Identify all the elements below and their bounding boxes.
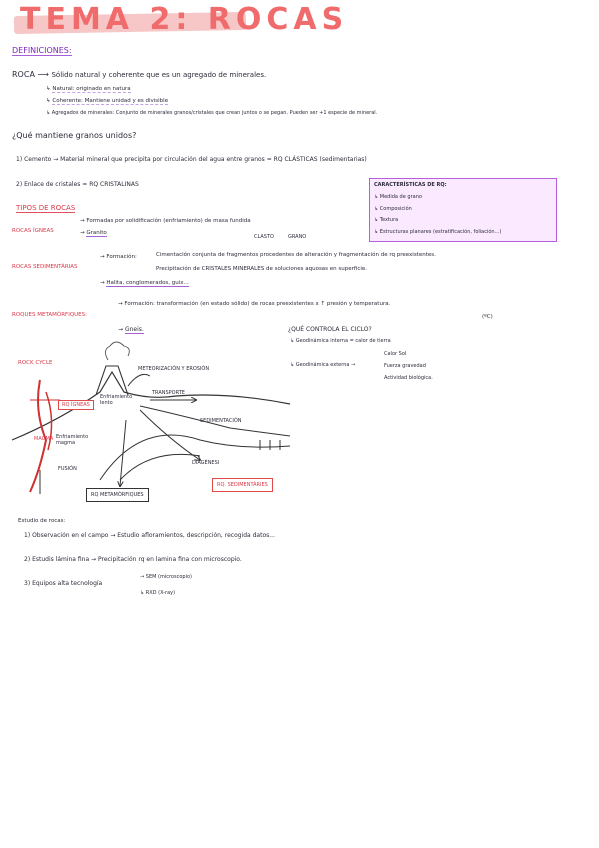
metamorficas-label: ROQUES METAMÒRFIQUES:: [12, 312, 87, 318]
estudio-item: 3) Equipos alta tecnología: [24, 580, 103, 587]
estudio-item: 1) Observación en el campo → Estudio afl…: [24, 532, 275, 539]
caracteristica-text: Estructuras planares (estratificación, f…: [379, 229, 502, 235]
sed-ejemplos: → Halita, conglomerados, guix...: [100, 280, 189, 287]
caracteristica-text: Medida de grano: [379, 194, 422, 200]
cemento-line: 1) Cemento → Material mineral que precip…: [16, 156, 367, 163]
igneas-ejemplo: → Granito: [80, 230, 107, 237]
corner-arrow-icon: ↳: [46, 98, 53, 104]
met-unit: (ºC): [482, 314, 493, 320]
tipos-heading: TIPOS DE ROCAS: [16, 204, 76, 213]
metamorfismo-arrow: [120, 419, 127, 486]
sea-floor-line: [139, 405, 291, 437]
meteorizacion-arrow: [127, 373, 151, 387]
arrow-icon: →: [80, 230, 87, 236]
externa-item: Fuerza gravedad: [384, 363, 426, 369]
sed-cimentacion: Cimentación conjunta de fragmentos proce…: [156, 252, 436, 258]
rq-igneas-box: RQ ÍGNEAS: [58, 400, 94, 410]
agregados-def: ↳ Agregados de minerales: Conjunto de mi…: [46, 110, 377, 116]
roca-label: ROCA: [12, 70, 35, 79]
meteorizacion-label: METEORIZACIÓN Y EROSIÓN: [138, 366, 210, 372]
magma-label: MAGMA: [34, 436, 54, 442]
cloud-icon: [105, 341, 130, 361]
coherente-text: Coherente: Mantiene unidad y es divisibl…: [52, 98, 169, 105]
diagenesi-arrow: [139, 409, 200, 460]
rxd-text: RXD (X-ray): [145, 590, 176, 596]
geodinamica-interna: ↳ Geodinámica interna = calor de tierra: [290, 338, 391, 344]
roca-definition: Sólido natural y coherente que es un agr…: [51, 71, 267, 79]
corner-arrow-icon: ↳: [46, 110, 52, 116]
caracteristica-text: Textura: [379, 217, 399, 223]
definiciones-heading: DEFINICIONES:: [12, 46, 72, 56]
roca-term: ROCA ⟶ Sólido natural y coherente que es…: [12, 70, 266, 79]
arrow-icon: →: [100, 254, 107, 260]
caracteristica-text: Composición: [379, 206, 412, 212]
volcano-outline: [95, 365, 129, 396]
strata-line: [119, 453, 201, 481]
caracteristicas-box: CARACTERÍSTICAS DE RQ: ↳ Medida de grano…: [369, 178, 557, 242]
natural-def: ↳ Natural: originado en natura: [46, 86, 131, 93]
granito-text: Granito: [86, 230, 107, 237]
met-formacion: → Formación: transformación (en estado s…: [118, 301, 390, 307]
externa-item: Calor Sol: [384, 351, 407, 357]
diagenesi-label: DIAGÉNESI: [192, 460, 220, 466]
caracteristica-item: ↳ Medida de grano: [374, 194, 422, 200]
estudio-sub-item: → SEM (microscopio): [140, 574, 192, 580]
igneas-formacion: → Formadas por solidificación (enfriamie…: [80, 218, 251, 224]
arrow-icon: ⟶: [37, 70, 52, 79]
caracteristica-item: ↳ Estructuras planares (estratificación,…: [374, 229, 502, 235]
interna-text: Geodinámica interna = calor de tierra: [295, 338, 391, 344]
agregados-text: Agregados de minerales: Conjunto de mine…: [51, 110, 378, 116]
estudio-heading: Estudio de rocas:: [18, 518, 66, 524]
rock-cycle-title: ROCK CYCLE: [18, 360, 53, 366]
igneas-label: ROCAS ÍGNEAS: [12, 228, 54, 234]
fusion-label: FUSIÓN: [58, 466, 77, 472]
title-text: TEMA 2: ROCAS: [20, 2, 349, 37]
ciclo-question: ¿QUÉ CONTROLA EL CICLO?: [288, 326, 372, 333]
question-granos: ¿Qué mantiene granos unidos?: [12, 131, 137, 140]
estudio-item: 2) Estudis lámina fina → Precipitación r…: [24, 556, 242, 563]
enfriamiento-magma-label: Enfriamiento magma: [56, 434, 89, 446]
page-title: TEMA 2: ROCAS: [13, 2, 343, 42]
coherente-def: ↳ Coherente: Mantiene unidad y es divisi…: [46, 98, 169, 105]
magma-conduit: [29, 379, 48, 493]
enlace-line: 2) Enlace de cristales = RQ CRISTALINAS: [16, 181, 139, 188]
clasto-label: CLASTO: [254, 234, 274, 240]
met-formacion-text: Formación: transformación (en estado sól…: [124, 301, 391, 307]
deposit-arrows: [259, 440, 281, 450]
externa-text: Geodinámica externa: [295, 362, 350, 368]
strata-line: [99, 434, 291, 481]
landscape-line: [11, 370, 291, 441]
arrow-icon: →: [118, 326, 125, 333]
sed-formacion-label: → Formación:: [100, 254, 137, 260]
sedimentarias-label: ROCAS SEDIMENTÀRIAS: [12, 264, 78, 270]
transporte-label: TRANSPORTE: [152, 390, 185, 396]
externa-item: Actividad biológica.: [384, 375, 433, 381]
met-ejemplo: → Gneis.: [118, 326, 144, 334]
estudio-sub-item: ↳ RXD (X-ray): [140, 590, 175, 596]
sed-precipitacion: Precipitación de CRISTALES MINERALES de …: [156, 266, 368, 272]
sedimentacion-label: SEDIMENTACIÓN: [200, 418, 242, 424]
arrow-icon: →: [100, 280, 107, 286]
rq-metamorficas-box: RQ METAMÒRFIQUES: [86, 488, 149, 502]
geodinamica-externa: ↳ Geodinámica externa →: [290, 362, 356, 368]
grano-label: GRANO: [288, 234, 307, 240]
arrow-icon: →: [140, 574, 146, 580]
magma-conduit: [45, 391, 53, 451]
natural-text: Natural: originado en natura: [52, 86, 131, 93]
arrow-icon: →: [80, 218, 87, 224]
arrow-icon: →: [118, 301, 125, 307]
rq-sedimentarias-box: RQ. SEDIMENTÀRIES: [212, 478, 273, 492]
gneis-text: Gneis.: [124, 326, 144, 334]
caracteristica-item: ↳ Textura: [374, 217, 399, 223]
caracteristica-item: ↳ Composición: [374, 206, 412, 212]
sed-ejemplos-text: Halita, conglomerados, guix...: [106, 280, 189, 287]
corner-arrow-icon: ↳: [46, 86, 53, 92]
sem-text: SEM (microscopio): [145, 574, 192, 580]
igneas-formacion-text: Formadas por solidificación (enfriamient…: [86, 218, 251, 224]
caracteristicas-title: CARACTERÍSTICAS DE RQ:: [374, 182, 447, 188]
enfriamiento-lento-label: Enfriamiento lento: [100, 394, 133, 406]
sed-formacion-text: Formación:: [106, 254, 137, 260]
corner-arrow-icon: ↳: [140, 590, 146, 596]
